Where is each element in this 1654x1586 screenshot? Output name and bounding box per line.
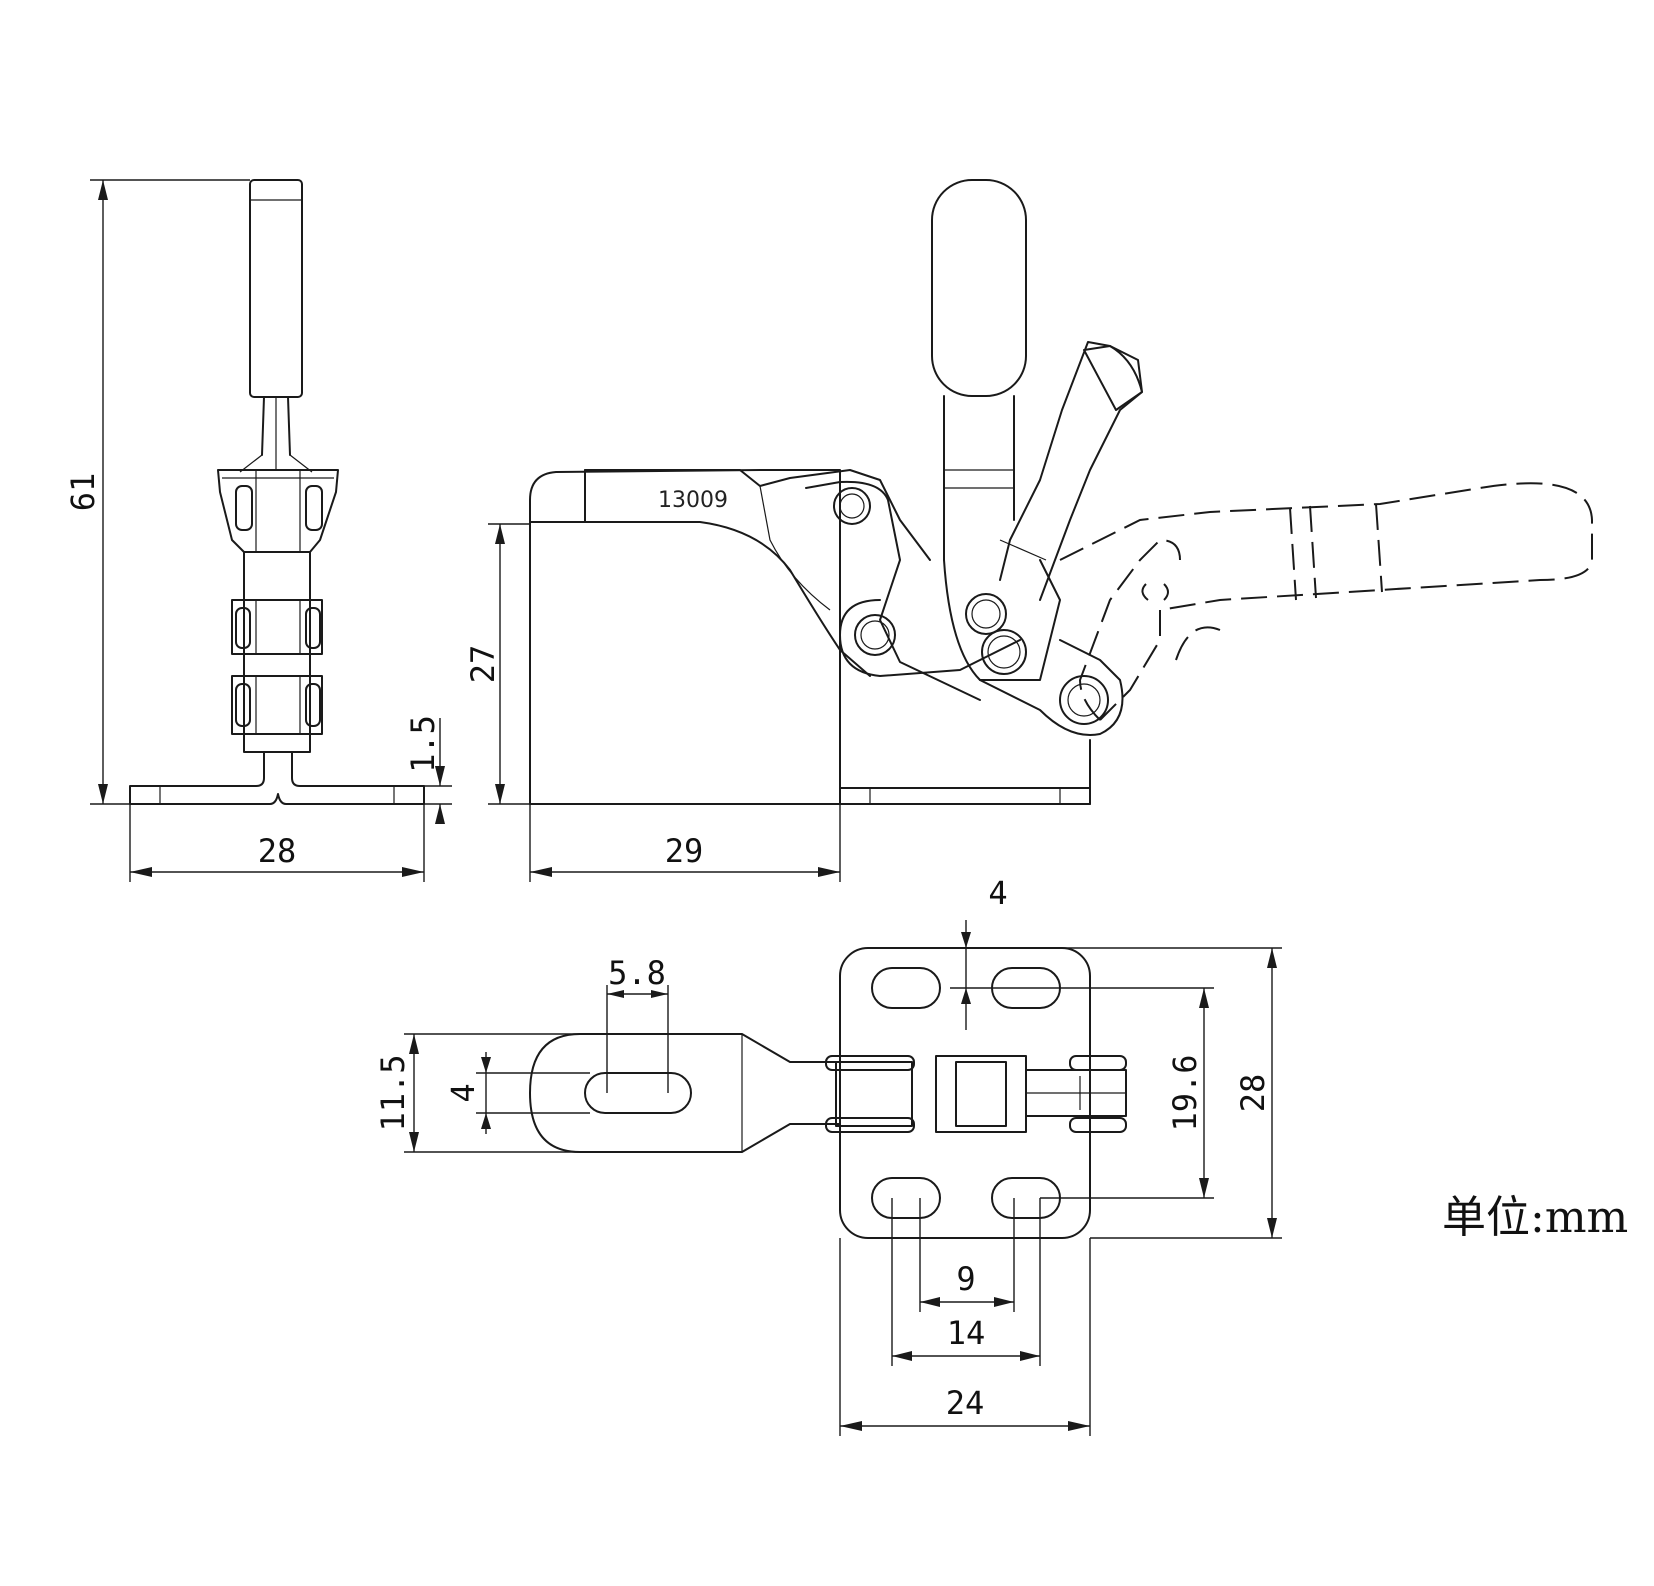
dim-4-slot: 4 — [444, 1083, 482, 1102]
dim-61: 61 — [64, 473, 102, 512]
side-view-dimensions: 61 28 1.5 — [64, 179, 452, 882]
dim-29: 29 — [665, 832, 704, 870]
dim-1.5: 1.5 — [404, 715, 442, 773]
dim-9: 9 — [956, 1260, 975, 1298]
dim-28-side: 28 — [258, 832, 297, 870]
dim-28-plate: 28 — [1234, 1074, 1272, 1113]
dim-27: 27 — [464, 645, 502, 684]
side-view — [129, 179, 425, 805]
dim-14: 14 — [947, 1314, 986, 1352]
part-number-stamp: 13009 — [658, 488, 728, 513]
top-view-dimensions: 5.8 11.5 4 4 19.6 28 — [374, 874, 1282, 1436]
dim-4-offset: 4 — [988, 874, 1007, 912]
front-view: 13009 — [529, 179, 1593, 805]
dim-19.6: 19.6 — [1166, 1054, 1204, 1131]
front-view-dimensions: 27 29 — [464, 523, 841, 882]
dim-5.8: 5.8 — [608, 954, 666, 992]
dim-11.5: 11.5 — [374, 1054, 412, 1131]
unit-label: 单位:mm — [1442, 1192, 1628, 1243]
dim-24: 24 — [946, 1384, 985, 1422]
